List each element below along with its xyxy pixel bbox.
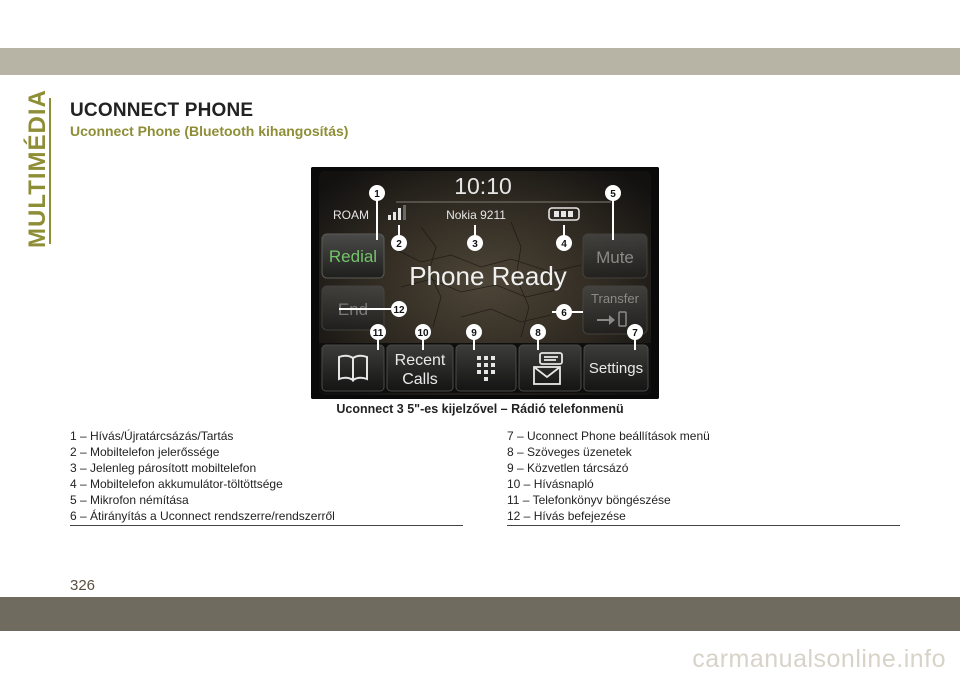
callout-9: 9	[466, 324, 482, 340]
svg-text:4: 4	[561, 239, 567, 250]
text-messages-button[interactable]	[518, 344, 582, 392]
legend-item: 11 – Telefonkönyv böngészése	[507, 493, 671, 507]
callout-3: 3	[467, 235, 483, 251]
legend-item: 4 – Mobiltelefon akkumulátor-töltöttsége	[70, 477, 283, 491]
svg-text:8: 8	[535, 328, 541, 339]
redial-button[interactable]: Redial	[321, 233, 385, 279]
mute-button[interactable]: Mute	[582, 233, 648, 279]
page-number: 326	[70, 577, 96, 594]
page-title: UCONNECT PHONE	[70, 100, 254, 121]
callout-5: 5	[605, 185, 621, 201]
phonebook-button[interactable]	[321, 344, 385, 392]
section-tab-rule	[49, 98, 51, 244]
footer-band	[0, 597, 960, 631]
book-icon	[338, 354, 368, 382]
svg-text:1: 1	[374, 189, 380, 200]
svg-text:9: 9	[471, 328, 477, 339]
transfer-button-label: Transfer	[591, 291, 640, 306]
callout-4: 4	[556, 235, 572, 251]
section-tab-label: MULTIMÉDIA	[24, 89, 51, 248]
settings-button[interactable]: Settings	[583, 344, 649, 392]
svg-text:5: 5	[610, 189, 616, 200]
legend-item: 6 – Átirányítás a Uconnect rendszerre/re…	[70, 509, 335, 523]
callout-1: 1	[369, 185, 385, 201]
svg-text:3: 3	[472, 239, 478, 250]
redial-button-label: Redial	[329, 247, 377, 266]
keypad-icon	[477, 356, 495, 381]
recent-calls-label-line1: Recent	[395, 352, 446, 369]
callout-6: 6	[556, 304, 572, 320]
svg-text:2: 2	[396, 239, 402, 250]
callout-badges: 1 2 3 4 5 6 7 8 9 10 11 12	[369, 185, 643, 340]
clock-text: 10:10	[454, 173, 512, 199]
phone-status-text: Phone Ready	[409, 261, 567, 291]
callout-12: 12	[391, 301, 407, 317]
legend-item: 9 – Közvetlen tárcsázó	[507, 461, 629, 475]
callout-11: 11	[370, 324, 386, 340]
legend-left: 1 – Hívás/Újratárcsázás/Tartás 2 – Mobil…	[70, 428, 465, 524]
page-subtitle: Uconnect Phone (Bluetooth kihangosítás)	[70, 123, 349, 139]
header-band	[0, 48, 960, 75]
legend-item: 2 – Mobiltelefon jelerőssége	[70, 445, 220, 459]
texture-cracks	[390, 221, 582, 338]
legend-item: 10 – Hívásnapló	[507, 477, 594, 491]
uconnect-screen-figure: 10:10 ROAM Nokia 9211 Redial End Mu	[311, 167, 659, 399]
legend-item: 12 – Hívás befejezése	[507, 509, 626, 523]
callout-10: 10	[415, 324, 431, 340]
device-name-text: Nokia 9211	[446, 208, 506, 222]
legend-item: 8 – Szöveges üzenetek	[507, 445, 632, 459]
battery-icon	[548, 207, 580, 221]
legend-item: 1 – Hívás/Újratárcsázás/Tartás	[70, 429, 234, 443]
callout-2: 2	[391, 235, 407, 251]
screen-background	[319, 171, 651, 395]
svg-text:11: 11	[373, 328, 384, 339]
legend-rule-left	[70, 525, 463, 526]
legend-item: 7 – Uconnect Phone beállítások menü	[507, 429, 710, 443]
legend-item: 3 – Jelenleg párosított mobiltelefon	[70, 461, 257, 475]
recent-calls-button[interactable]: Recent Calls	[386, 344, 454, 392]
roam-text: ROAM	[333, 208, 369, 222]
message-envelope-icon	[533, 352, 563, 385]
recent-calls-label-line2: Calls	[402, 371, 438, 388]
direct-dial-button[interactable]	[455, 344, 517, 392]
svg-text:12: 12	[393, 305, 405, 316]
callout-8: 8	[530, 324, 546, 340]
settings-button-label: Settings	[589, 360, 643, 377]
svg-text:6: 6	[561, 308, 567, 319]
legend-right: 7 – Uconnect Phone beállítások menü 8 – …	[507, 428, 902, 524]
svg-text:10: 10	[417, 328, 429, 339]
transfer-button[interactable]: Transfer	[582, 285, 648, 335]
legend-rule-right	[507, 525, 900, 526]
mute-button-label: Mute	[596, 248, 634, 267]
svg-text:7: 7	[632, 328, 638, 339]
watermark: carmanualsonline.info	[692, 645, 946, 673]
signal-strength-icon	[388, 205, 406, 220]
legend-item: 5 – Mikrofon némítása	[70, 493, 189, 507]
section-tab: MULTIMÉDIA	[24, 89, 52, 248]
figure-caption: Uconnect 3 5"-es kijelzővel – Rádió tele…	[336, 402, 624, 416]
callout-7: 7	[627, 324, 643, 340]
transfer-arrow-icon	[597, 311, 627, 327]
